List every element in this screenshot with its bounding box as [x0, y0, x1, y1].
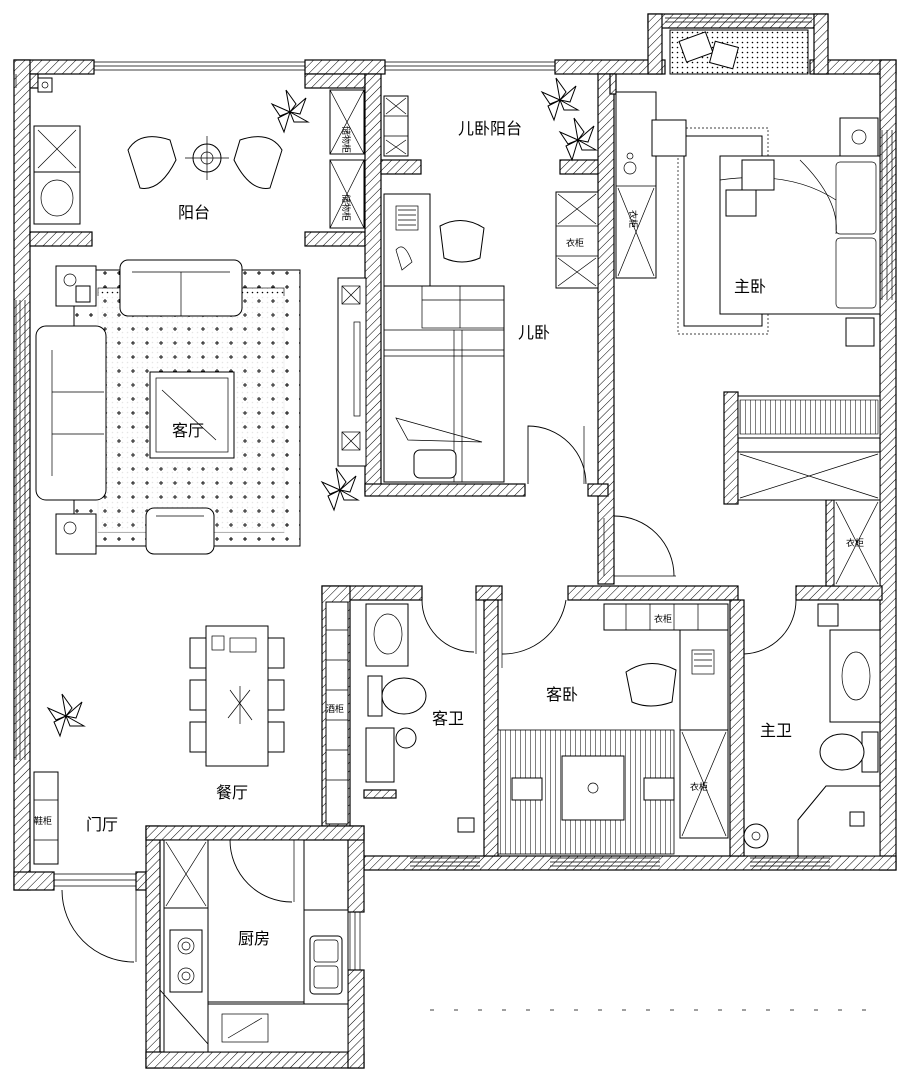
dining-area: 餐厅 酒柜 鞋柜 门厅	[33, 601, 349, 963]
office-chair	[439, 220, 485, 263]
chair	[741, 159, 775, 191]
plant-icon	[46, 693, 86, 738]
room-label-guest-bath: 客卫	[432, 709, 464, 728]
closet-label: 酒柜	[326, 703, 344, 715]
closet-label: 衣柜	[627, 210, 639, 228]
plant-icon	[270, 89, 310, 134]
dining-chair	[189, 721, 207, 753]
guest-bedroom: 客卧 衣柜 衣柜	[497, 599, 729, 855]
armchair	[233, 136, 283, 189]
room-label-entrance: 门厅	[86, 815, 118, 834]
bin	[395, 727, 417, 749]
vanity-cabinet	[615, 91, 657, 279]
sofa	[35, 325, 107, 501]
balcony-area: 储物柜 储物柜 阳台	[33, 77, 365, 229]
armchair	[145, 507, 215, 555]
desk	[383, 193, 431, 289]
office-chair	[625, 663, 677, 707]
toilet	[819, 733, 865, 771]
room-label-guest: 客卧	[546, 685, 578, 704]
child-area: 儿卧阳台 儿卧 衣柜	[383, 77, 599, 485]
mop-sink	[33, 171, 81, 225]
armchair	[127, 136, 177, 189]
sink	[309, 935, 343, 995]
dining-chair	[267, 637, 285, 669]
counter-bottom	[207, 1003, 349, 1053]
planter-box	[669, 29, 809, 75]
cushion	[511, 777, 543, 801]
room-label-living: 客厅	[172, 421, 204, 440]
plant-icon	[320, 467, 360, 512]
phone-icon	[845, 317, 875, 347]
closet-label: 衣柜	[566, 237, 584, 249]
cushion	[643, 777, 675, 801]
wine-cabinet	[325, 601, 349, 825]
wall-cabinet	[603, 603, 729, 631]
plant-icon	[558, 117, 598, 162]
closet-label: 衣柜	[654, 613, 672, 625]
room-label-master-bath: 主卫	[760, 721, 792, 740]
armchair	[651, 119, 687, 157]
shoe-cabinet	[33, 771, 59, 865]
low-table	[561, 755, 625, 821]
kitchen: 厨房	[159, 839, 349, 1053]
wash-basin	[829, 629, 881, 723]
dining-chair	[267, 679, 285, 711]
master-bedroom: 衣柜 主卧 衣柜 衣柜	[603, 91, 881, 587]
bed	[383, 285, 505, 483]
wardrobe	[679, 729, 729, 839]
room-label-balcony: 阳台	[178, 203, 210, 222]
side-table	[55, 513, 97, 555]
toilet-tank	[367, 675, 383, 717]
chair	[725, 189, 757, 217]
coffee-table	[149, 371, 235, 459]
nightstand	[839, 117, 879, 157]
island	[207, 839, 305, 1003]
floor-drain	[37, 77, 53, 93]
room-label-master: 主卧	[734, 277, 766, 296]
plant-icon	[540, 77, 580, 122]
closet-label: 储物柜	[340, 126, 352, 153]
guest-bath: 客卫	[365, 599, 477, 833]
closet-label: 储物柜	[340, 194, 352, 221]
shower-icon	[849, 811, 865, 827]
room-label-kitchen: 厨房	[238, 929, 270, 948]
tv-cabinet	[337, 277, 367, 467]
living-room: 客厅	[35, 259, 367, 555]
floor-drain	[817, 603, 839, 627]
room-label-child: 儿卧	[518, 323, 550, 342]
room-label-child-balcony: 儿卧阳台	[458, 119, 522, 138]
dining-chair	[267, 721, 285, 753]
dining-chair	[189, 679, 207, 711]
closet-label: 衣柜	[846, 537, 864, 549]
stove	[169, 929, 203, 993]
pillow	[413, 449, 457, 479]
cabinet	[365, 727, 395, 783]
room-label-dining: 餐厅	[216, 783, 248, 802]
floor-drain	[743, 823, 769, 849]
shower-tray	[797, 785, 881, 857]
windows	[15, 17, 893, 970]
master-bath: 主卫	[743, 599, 881, 857]
closet-label: 衣柜	[690, 781, 708, 793]
shower-icon	[457, 817, 475, 833]
dining-chair	[189, 637, 207, 669]
closet-label: 鞋柜	[34, 815, 52, 827]
toilet	[381, 677, 427, 715]
dining-table	[205, 625, 269, 767]
desk	[679, 629, 729, 731]
